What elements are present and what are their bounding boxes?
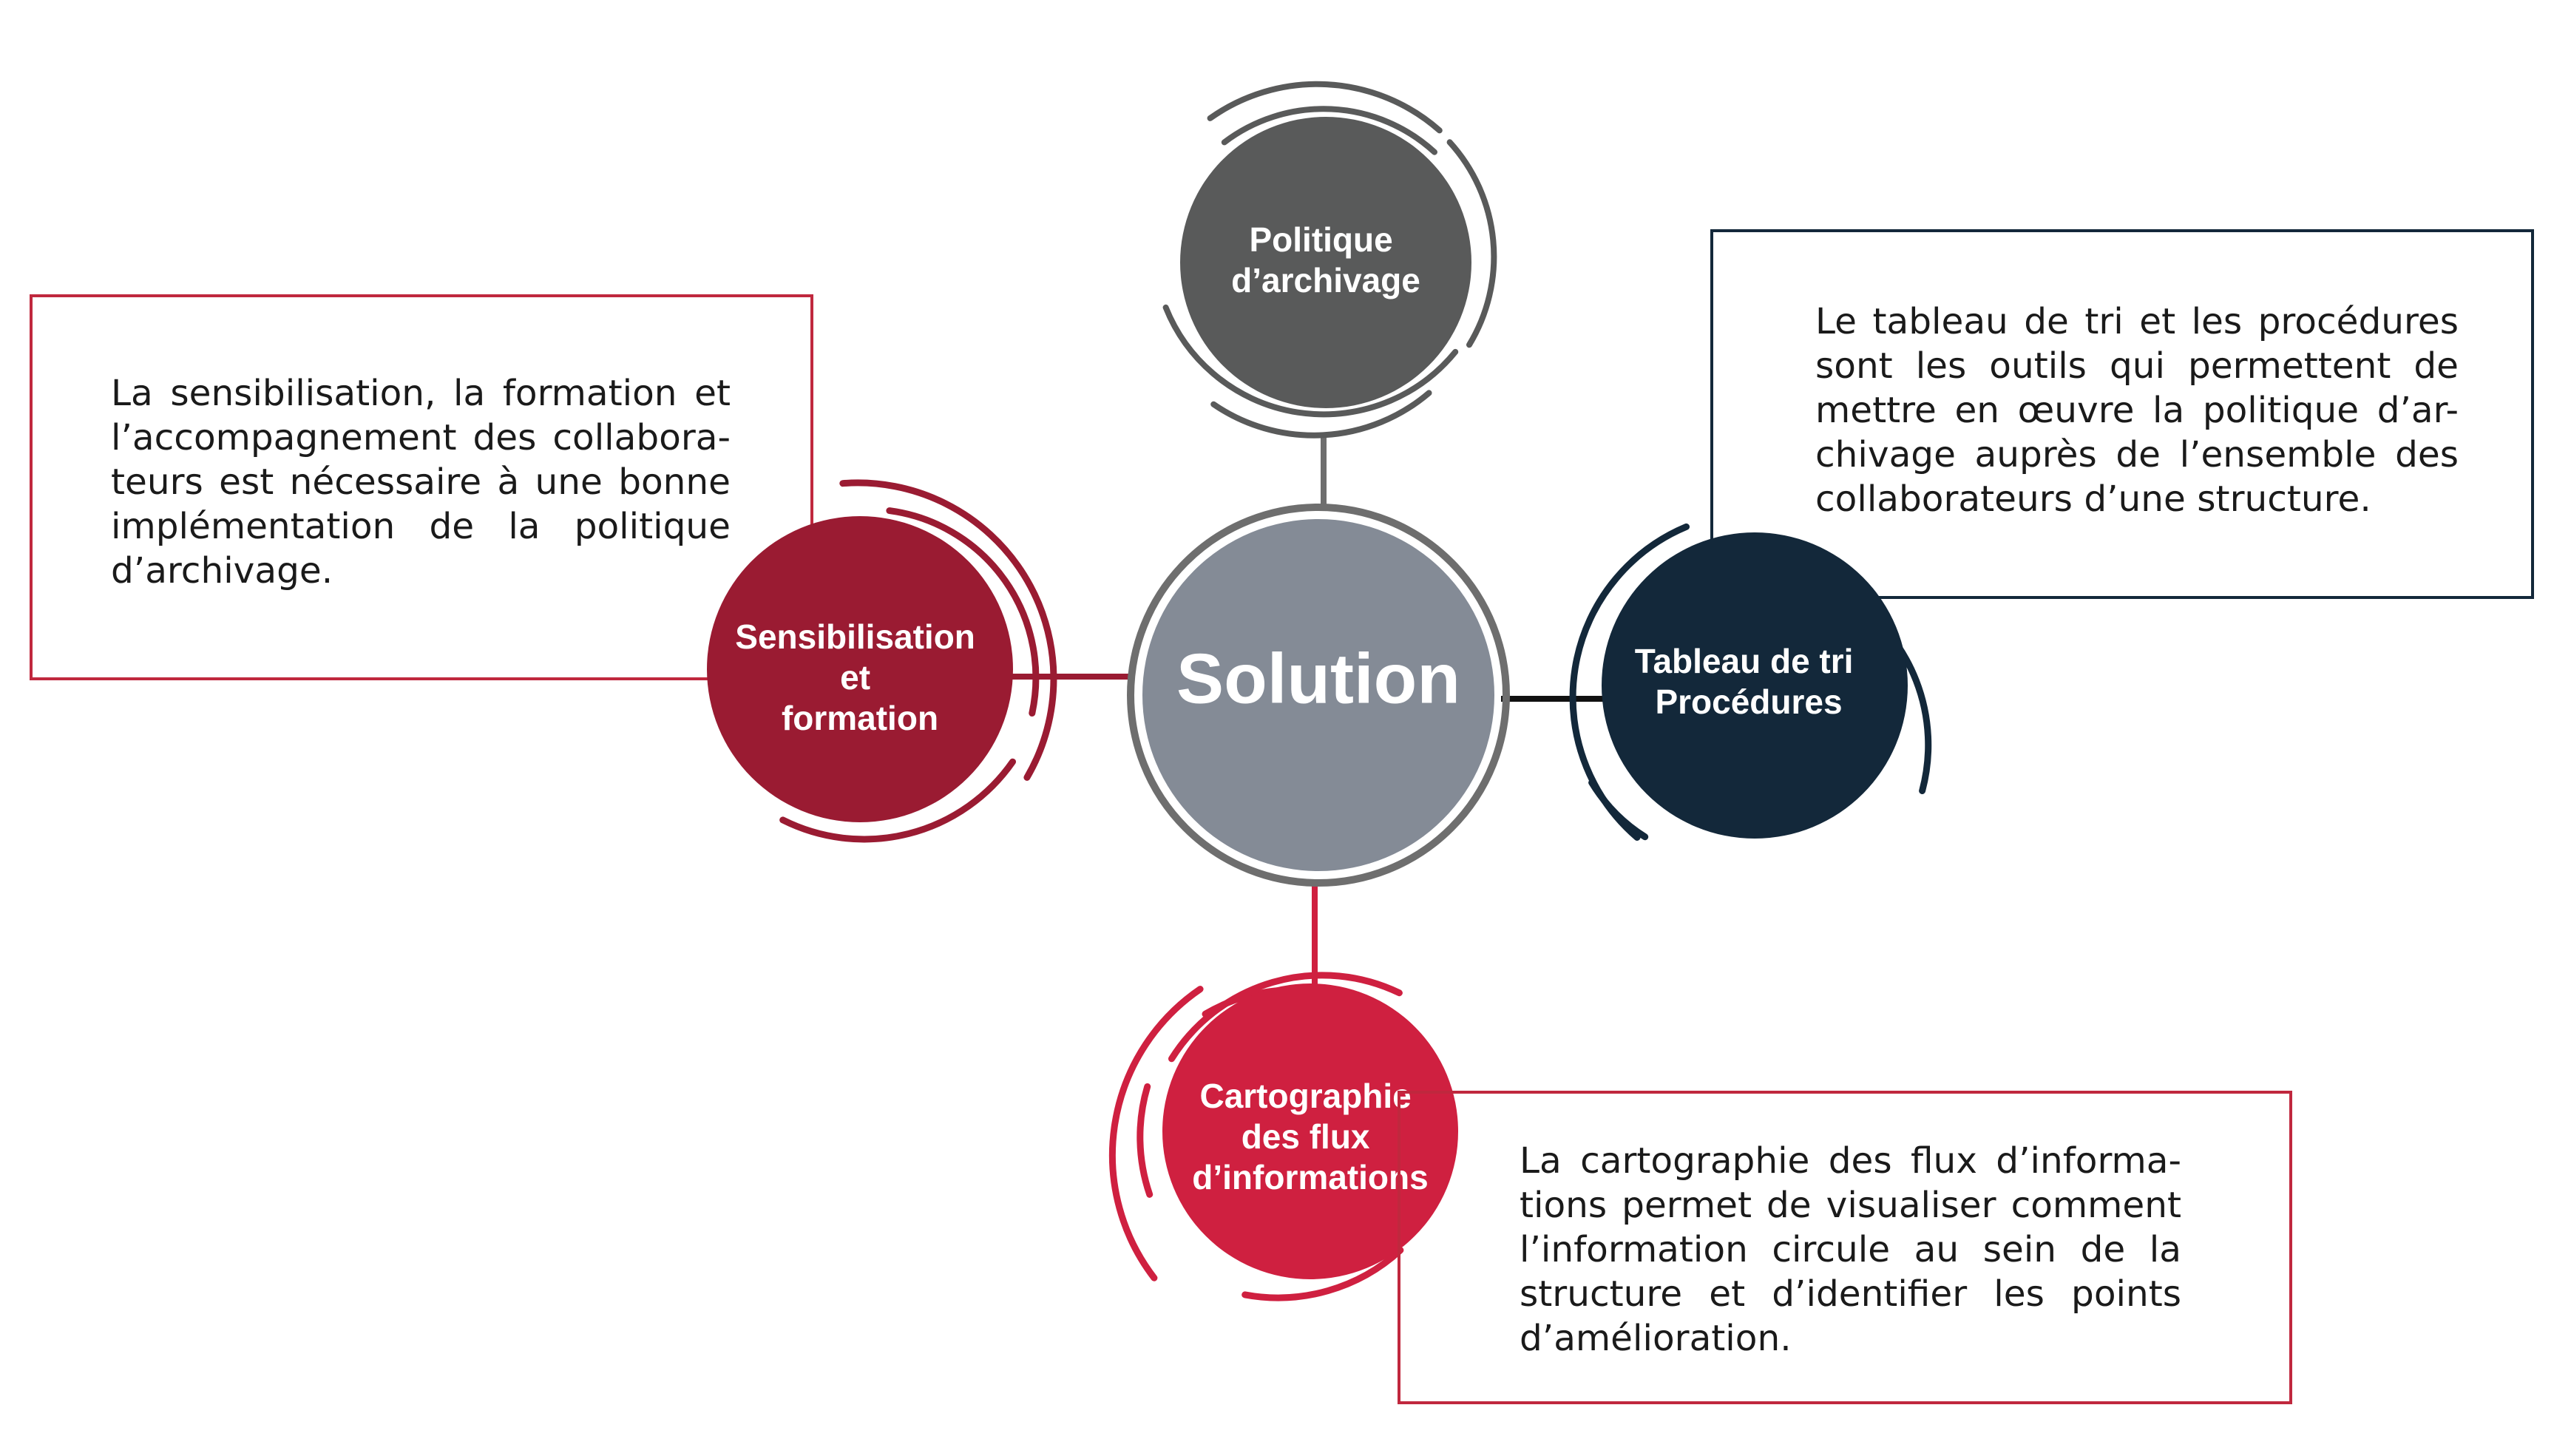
cartographie-arc-bottom — [1242, 1247, 1404, 1301]
sensibilisation-arc-inner — [886, 507, 1040, 717]
description-cartographie: La cartographie des flux d’informa- tion… — [1520, 1139, 2181, 1361]
tableau-circle — [1602, 532, 1908, 839]
node-politique: Politique d’archivage — [1162, 81, 1497, 439]
description-line: tions permet de visualiser comment — [1520, 1185, 2181, 1226]
tableau-label: Tableau de tri Procédures — [1635, 642, 1863, 721]
sensibilisation-label-line: Sensibilisation — [735, 617, 975, 656]
description-line: teurs est nécessaire à une bonne — [111, 461, 731, 503]
center-label: Solution — [1176, 639, 1460, 718]
description-box-sensibilisation — [30, 294, 813, 680]
politique-arc-inner-top — [1221, 106, 1437, 155]
description-line: La sensibilisation, la formation et — [111, 373, 731, 414]
cartographie-label-line: des flux — [1242, 1117, 1370, 1156]
sensibilisation-arc-bottom — [779, 758, 1016, 843]
center-node — [1142, 519, 1494, 871]
tableau-label-line: Procédures — [1655, 683, 1842, 721]
description-line: d’archivage. — [111, 550, 333, 592]
description-box-tableau — [1710, 229, 2534, 599]
cartographie-label-line: Cartographie — [1199, 1077, 1411, 1115]
politique-circle — [1180, 117, 1471, 408]
description-tableau: Le tableau de tri et les procédures sont… — [1815, 299, 2459, 521]
politique-arc-inner-bottom — [1162, 304, 1459, 418]
politique-label-line: Politique — [1249, 220, 1392, 259]
description-box-cartographie — [1398, 1091, 2292, 1404]
description-line: sont les outils qui permettent de — [1815, 345, 2459, 387]
description-line: chivage auprès de l’ensemble des — [1815, 434, 2459, 475]
description-line: collaborateurs d’une structure. — [1815, 478, 2371, 520]
description-line: structure et d’identifier les points — [1520, 1273, 2181, 1315]
description-sensibilisation: La sensibilisation, la formation et l’ac… — [111, 371, 731, 593]
sensibilisation-label-line: et — [840, 658, 870, 697]
description-line: mettre en œuvre la politique d’ar- — [1815, 390, 2459, 431]
node-cartographie: Cartographie des flux d’informations — [1108, 972, 1458, 1301]
description-line: l’information circule au sein de la — [1520, 1229, 2181, 1270]
node-sensibilisation: Sensibilisation et formation — [707, 479, 1057, 843]
politique-label-line: d’archivage — [1231, 261, 1420, 299]
center-node-ring — [1127, 504, 1510, 887]
politique-label: Politique d’archivage — [1231, 220, 1420, 299]
tableau-arc-left-low — [1588, 779, 1649, 841]
sensibilisation-label: Sensibilisation et formation — [735, 617, 984, 737]
cartographie-label: Cartographie des flux d’informations — [1192, 1077, 1428, 1196]
sensibilisation-arc-outer — [839, 479, 1057, 781]
description-line: implémentation de la politique — [111, 506, 731, 547]
cartographie-label-line: d’informations — [1192, 1158, 1428, 1196]
node-tableau: Tableau de tri Procédures — [1569, 523, 1932, 841]
politique-arc-outer-side — [1446, 139, 1497, 348]
sensibilisation-label-line: formation — [782, 699, 938, 737]
description-line: Le tableau de tri et les procédures — [1815, 301, 2459, 342]
cartographie-arc-top-a — [1168, 972, 1403, 1063]
politique-arc-outer-bottom — [1210, 390, 1432, 439]
cartographie-arc-outer — [1108, 986, 1204, 1281]
description-line: d’amélioration. — [1520, 1318, 1792, 1359]
cartographie-arc-inner — [1137, 1083, 1154, 1198]
tableau-label-line: Tableau de tri — [1635, 642, 1854, 680]
sensibilisation-circle — [707, 516, 1013, 822]
description-line: l’accompagnement des collabora- — [111, 417, 731, 458]
cartographie-circle — [1162, 983, 1458, 1279]
description-line: La cartographie des flux d’informa- — [1520, 1140, 2181, 1182]
politique-arc-outer-top — [1207, 81, 1443, 134]
